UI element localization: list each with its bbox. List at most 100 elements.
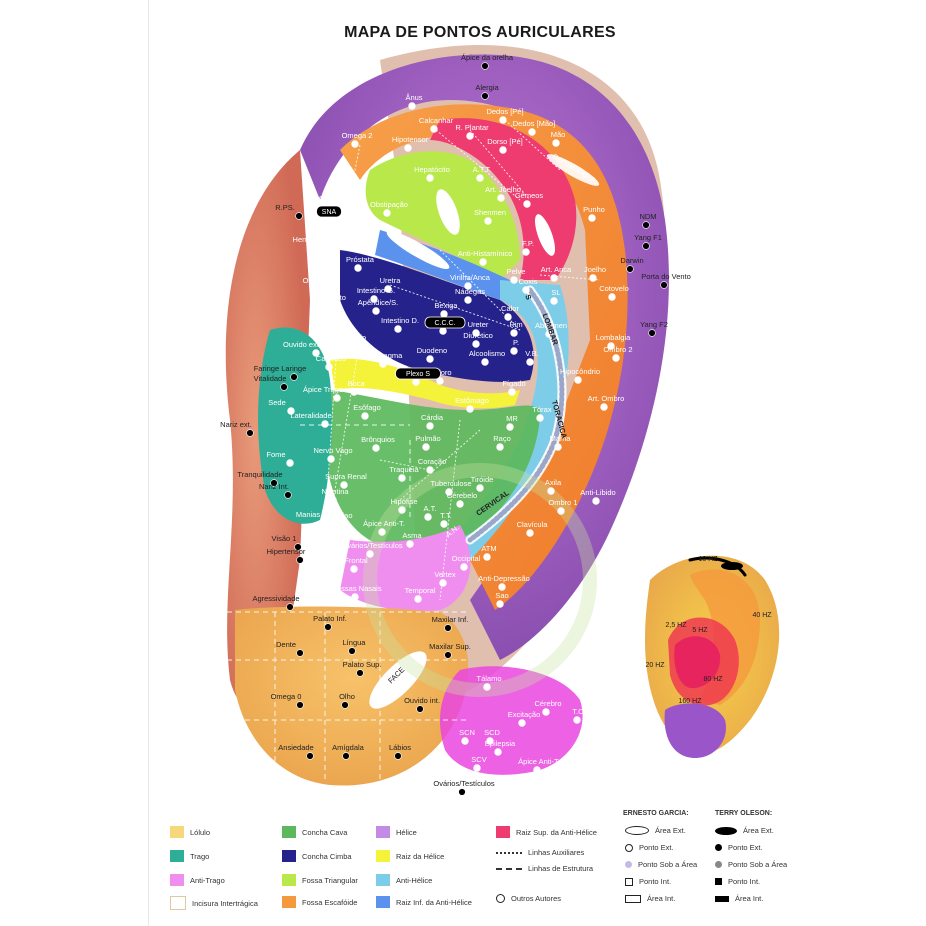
legend-symbol-rect-black <box>715 895 729 902</box>
ear-label-vertex: Vertex <box>434 570 456 579</box>
legend-label: Ponto Sob a Área <box>638 860 698 869</box>
legend-line-0: Linhas Auxiliares <box>496 848 584 857</box>
ear-label-anti-histaminico: Anti-Histamínico <box>458 249 513 258</box>
legend-label: Concha Cava <box>302 827 348 837</box>
ear-label-tiroide: Tiróide <box>471 475 494 484</box>
ear-label-ouvido-int: Ouvido int. <box>404 696 440 705</box>
point-marker-cerebro <box>542 708 550 716</box>
ear-label-r-plantar: R. Plantar <box>455 123 489 132</box>
point-marker-cardia <box>426 422 434 430</box>
ear-label-fp: F.P. <box>522 239 534 248</box>
point-marker-rim <box>510 329 518 337</box>
ear-label-apice-anti-t: Ápice Anti-T. <box>363 519 405 528</box>
point-marker-alcoolismo <box>481 358 489 366</box>
legend-symbol-rect-outline <box>625 894 641 903</box>
legend-outros: Outros Autores <box>496 894 561 903</box>
legend-swatch <box>170 896 186 910</box>
legend-swatch <box>282 896 296 908</box>
ear-label-esofago: Esôfago <box>353 403 381 412</box>
legend-ernesto-head: ERNESTO GARCIA: <box>623 810 689 817</box>
point-marker-punho <box>588 214 596 222</box>
ear-label-art-joelho: Art. Joelho <box>485 185 521 194</box>
ear-label-mama: Mama <box>550 434 572 443</box>
legend-item-6: Fossa Triangular <box>282 874 358 886</box>
legend-item-raiz-sup: Raiz Sup. da Anti-Hélice <box>496 826 597 838</box>
ear-label-estomago: Estômago <box>455 396 489 405</box>
ear-label-diafragma: Diafragma <box>368 351 403 360</box>
ear-label-faringe: Faringe Laringe <box>254 364 307 373</box>
ear-label-hepatocito: Hepatócito <box>414 165 450 174</box>
coxa-area <box>535 214 555 256</box>
point-marker-sao <box>496 600 504 608</box>
ear-label-gemeos: Gêmeos <box>515 191 544 200</box>
point-marker-omega0 <box>296 701 304 709</box>
ear-label-duodeno: Duodeno <box>417 346 447 355</box>
legend-label: Área Ext. <box>743 826 774 835</box>
watermark-circle <box>363 463 597 697</box>
face-area <box>369 651 427 709</box>
point-marker-darwin <box>626 265 634 273</box>
legend-circle-icon <box>496 894 505 903</box>
point-marker-alergia <box>481 92 489 100</box>
ear-label-libido: Libido <box>346 333 366 342</box>
legend-label: Concha Cimba <box>302 851 352 861</box>
ear-label-sede: Sede <box>268 398 286 407</box>
point-marker-visao1 <box>294 543 302 551</box>
point-marker-manias <box>318 519 326 527</box>
point-marker-gemeos <box>523 200 531 208</box>
ear-label-att: A.T.T. <box>473 165 492 174</box>
nervo-ciatico-area <box>386 231 450 269</box>
point-marker-tt <box>440 520 448 528</box>
ear-label-bronquios: Brônquios <box>361 435 395 444</box>
ear-label-visao2: Visão 2 <box>310 562 335 571</box>
point-marker-tempo <box>330 270 338 278</box>
ear-label-atm: ATM <box>481 544 496 553</box>
legend-item-8: Hélice <box>376 826 417 838</box>
structure-label-2: C.C.C. <box>435 320 456 327</box>
ear-label-vitalidade: Vitalidade <box>254 374 287 383</box>
point-marker-supra-renal <box>340 481 348 489</box>
auxiliary-lines <box>319 119 601 601</box>
legend-symbol-circle-outline <box>625 843 633 852</box>
point-marker-anti-libido <box>592 497 600 505</box>
ear-label-nariz-ext: Nariz ext. <box>220 420 252 429</box>
point-marker-art-ombro <box>600 403 608 411</box>
legend-label: Anti-Hélice <box>396 875 433 885</box>
legend-label: Raiz Sup. da Anti-Hélice <box>516 827 597 837</box>
point-marker-joelho <box>589 274 597 282</box>
ear-label-cardiaco: Cardíaco <box>316 354 346 363</box>
point-marker-att <box>476 174 484 182</box>
legend-symbol-ellipse-outline <box>625 826 649 835</box>
point-marker-tc <box>573 716 581 724</box>
point-marker-asma <box>406 540 414 548</box>
point-marker-mama <box>554 443 562 451</box>
point-marker-apice <box>481 62 489 70</box>
ear-label-clavicula: Clavícula <box>517 520 549 529</box>
ear-label-omega1: Omega 1 <box>303 276 334 285</box>
point-marker-coxis <box>522 286 530 294</box>
ear-label-art-anca: Art. Anca <box>541 265 572 274</box>
lobule-region <box>235 606 469 786</box>
ear-label-vb: V.B. <box>525 349 538 358</box>
hz-label-3: 5 HZ <box>692 627 708 634</box>
point-marker-lombalgia <box>607 342 615 350</box>
legend-item-3: Incisura Intertrágica <box>170 896 258 910</box>
legend-terry-head: TERRY OLESON: <box>715 810 773 817</box>
ear-label-boca: Boca <box>347 379 365 388</box>
ear-label-ovarios1: Ovários/Testículos <box>341 541 403 550</box>
ear-label-genitais-ext: Genitais ext. <box>313 193 355 202</box>
spine-label-3: S <box>523 293 533 301</box>
ear-label-alergia: Alergia <box>475 83 499 92</box>
legend-symbol-square-black <box>715 878 722 885</box>
ear-label-prostata: Próstata <box>346 255 375 264</box>
point-marker-rps <box>295 212 303 220</box>
ear-label-raco: Raço <box>493 434 511 443</box>
point-marker-olho <box>341 701 349 709</box>
legend-item-7: Fossa Escafóide <box>282 896 357 908</box>
point-marker-clavicula <box>526 529 534 537</box>
ear-label-asma: Asma <box>402 531 422 540</box>
point-marker-faringe <box>290 373 298 381</box>
point-marker-ovarios2 <box>458 788 466 796</box>
legend-ernesto-2: Ponto Sob a Área <box>625 860 697 869</box>
point-marker-apice-anti-t <box>378 528 386 536</box>
